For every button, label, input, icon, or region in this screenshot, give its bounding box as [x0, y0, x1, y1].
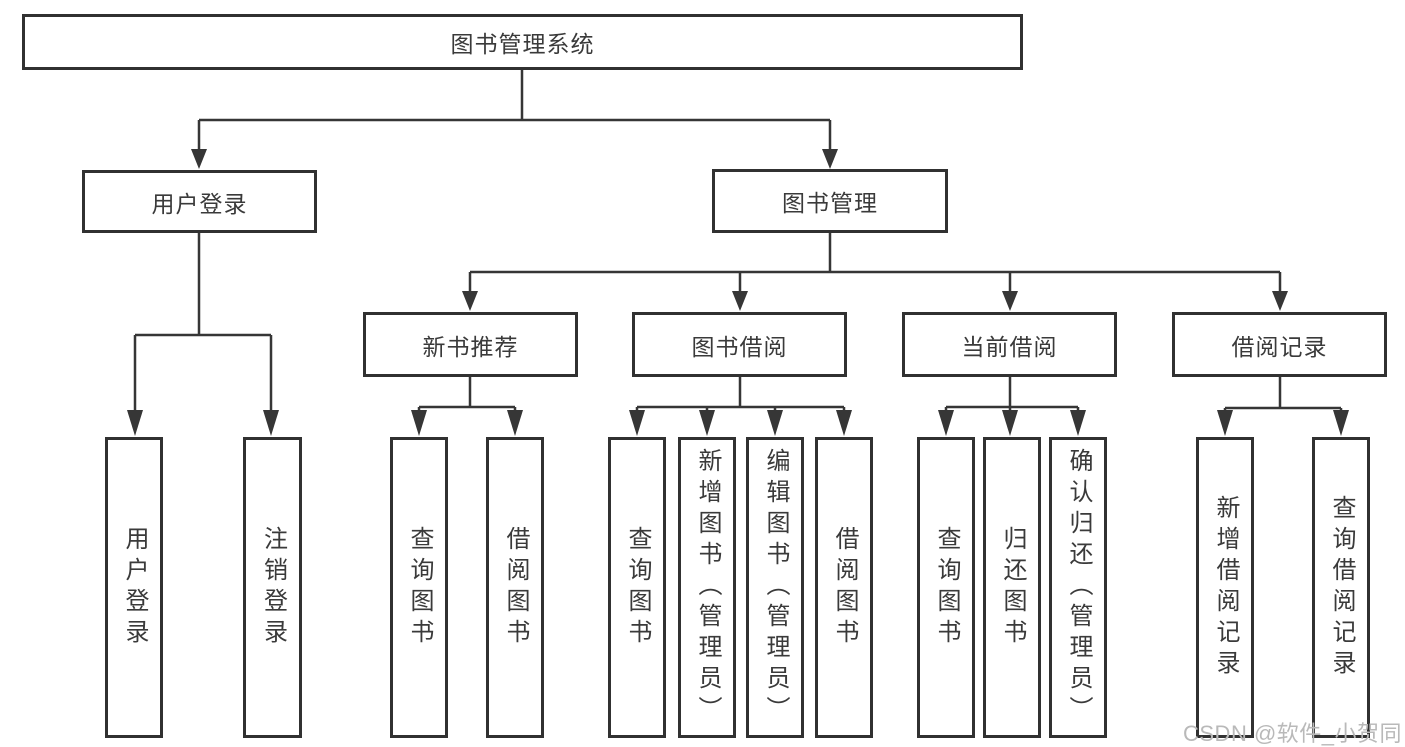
leaf-logout-label: 注销登录: [259, 525, 287, 650]
leaf-borrow-books-recommend: 借阅图书: [486, 437, 544, 738]
leaf-query-books-recommend-label: 查询图书: [406, 525, 433, 650]
leaf-borrow-books-recommend-label: 借阅图书: [502, 525, 529, 650]
leaf-query-books-borrow: 查询图书: [608, 437, 666, 738]
leaf-query-books-borrow-label: 查询图书: [624, 525, 651, 650]
leaf-return-book: 归还图书: [983, 437, 1041, 738]
leaf-edit-book-admin-label: 编辑图书（管理员）: [762, 448, 789, 727]
leaf-confirm-return-admin-label: 确认归还（管理员）: [1065, 448, 1092, 727]
leaf-logout: 注销登录: [243, 437, 302, 738]
leaf-query-books-recommend: 查询图书: [390, 437, 448, 738]
leaf-add-book-admin-label: 新增图书（管理员）: [694, 448, 721, 727]
leaf-edit-book-admin: 编辑图书（管理员）: [746, 437, 804, 738]
node-book-management: 图书管理: [712, 169, 948, 233]
leaf-user-login-label: 用户登录: [121, 525, 148, 650]
leaf-borrow-books-2-label: 借阅图书: [831, 525, 858, 650]
node-root: 图书管理系统: [22, 14, 1023, 70]
leaf-query-books-current-label: 查询图书: [933, 525, 960, 650]
node-user-login-branch: 用户登录: [82, 170, 317, 233]
node-borrow-records: 借阅记录: [1172, 312, 1387, 377]
edge-root-to-level2: [197, 69, 832, 151]
leaf-confirm-return-admin: 确认归还（管理员）: [1049, 437, 1107, 738]
node-book-borrow: 图书借阅: [632, 312, 847, 377]
csdn-watermark: CSDN @软件_小贺同学: [1183, 721, 1403, 746]
node-new-book-recommend: 新书推荐: [363, 312, 578, 377]
leaf-query-borrow-record: 查询借阅记录: [1312, 437, 1370, 738]
leaf-add-book-admin: 新增图书（管理员）: [678, 437, 736, 738]
leaf-add-borrow-record: 新增借阅记录: [1196, 437, 1254, 738]
edge-new-book-recommend-to-leaves: [417, 377, 517, 412]
leaf-query-borrow-record-label: 查询借阅记录: [1328, 494, 1355, 681]
edge-borrow-records-to-leaves: [1223, 377, 1343, 412]
leaf-borrow-books-2: 借阅图书: [815, 437, 873, 738]
edge-current-borrow-to-leaves: [944, 377, 1080, 412]
leaf-return-book-label: 归还图书: [999, 525, 1026, 650]
edge-book-borrow-to-leaves: [635, 377, 846, 412]
leaf-add-borrow-record-label: 新增借阅记录: [1212, 494, 1239, 681]
node-current-borrow: 当前借阅: [902, 312, 1117, 377]
edge-user-login-to-leaves: [133, 233, 273, 412]
edge-book-management-to-level3: [468, 233, 1282, 293]
leaf-query-books-current: 查询图书: [917, 437, 975, 738]
leaf-user-login: 用户登录: [105, 437, 163, 738]
